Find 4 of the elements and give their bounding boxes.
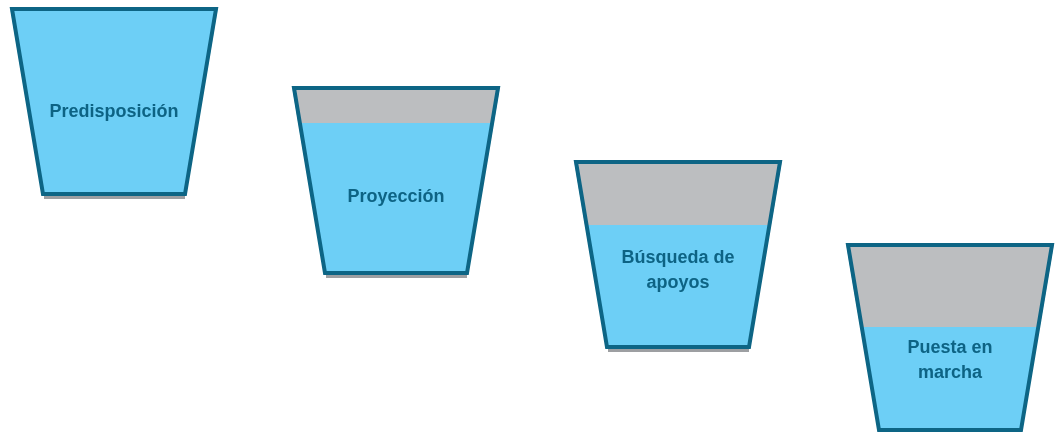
bucket-label: Predisposición [49, 99, 179, 123]
bucket-label: Proyección [347, 184, 445, 208]
bucket-label: Puesta en marcha [906, 336, 994, 384]
bucket-label: Búsqueda de apoyos [620, 246, 736, 294]
